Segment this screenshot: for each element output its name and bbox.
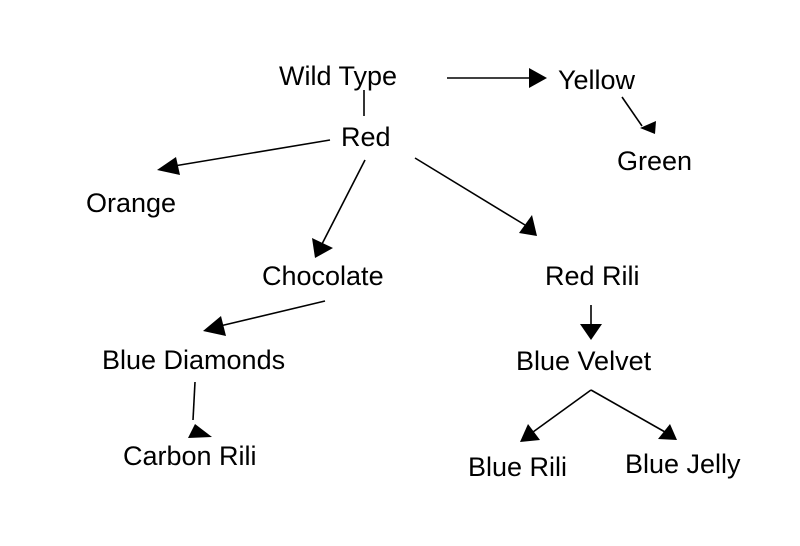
arrowhead-chocolate (312, 238, 333, 258)
edges-group (157, 68, 677, 442)
arrowhead-carbon-rili (188, 424, 212, 438)
arrowhead-yellow (529, 68, 547, 88)
node-green: Green (617, 146, 692, 176)
edge-red-chocolate (321, 159, 366, 245)
edge-blue-velvet-blue-jelly (590, 389, 666, 433)
arrowhead-red-rili (519, 215, 537, 236)
arrowhead-green (640, 121, 656, 134)
arrowhead-blue-rili (520, 424, 540, 442)
edge-yellow-green (621, 96, 643, 127)
arrowhead-orange (157, 157, 180, 175)
node-yellow: Yellow (558, 65, 636, 95)
node-blue-velvet: Blue Velvet (516, 346, 652, 376)
arrowhead-blue-diamonds (203, 316, 226, 336)
node-red: Red (341, 122, 391, 152)
node-blue-diamonds: Blue Diamonds (102, 345, 285, 375)
arrowhead-blue-jelly (658, 424, 677, 440)
edge-blue-velvet-blue-rili (532, 389, 592, 433)
node-carbon-rili: Carbon Rili (123, 441, 257, 471)
node-blue-jelly: Blue Jelly (625, 449, 741, 479)
node-blue-rili: Blue Rili (468, 452, 567, 482)
node-wild-type: Wild Type (279, 61, 397, 91)
node-orange: Orange (86, 188, 176, 218)
edge-red-red-rili (414, 157, 526, 226)
node-red-rili: Red Rili (545, 261, 640, 291)
labels-group: Wild Type Yellow Green Red Orange Chocol… (86, 61, 741, 482)
node-chocolate: Chocolate (262, 261, 384, 291)
edge-red-orange (173, 139, 331, 167)
arrowhead-blue-velvet (580, 324, 602, 340)
edge-chocolate-blue-diamonds (219, 300, 326, 327)
edge-blue-diamonds-carbon-rili (192, 381, 196, 421)
